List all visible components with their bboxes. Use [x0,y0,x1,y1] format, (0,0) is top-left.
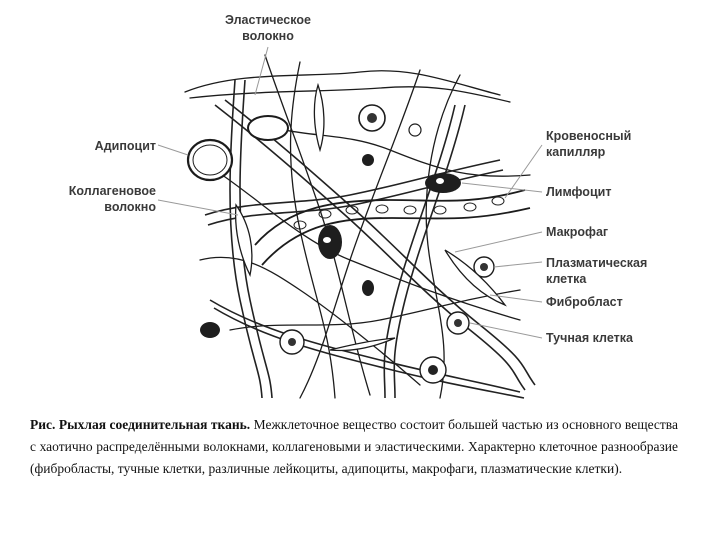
caption-title: Рис. Рыхлая соединительная ткань. [30,417,250,432]
label-elastic-fiber-line2: волокно [242,29,294,43]
label-collagen-fiber-line2: волокно [104,200,156,214]
label-macrophage: Макрофаг [546,225,608,239]
tissue-illustration [185,55,535,398]
label-blood-capillary-line2: капилляр [546,145,606,159]
adipocytes [188,116,288,180]
label-blood-capillary-line1: Кровеносный [546,129,631,143]
label-plasma-cell-line1: Плазматическая [546,256,647,270]
label-elastic-fiber-line1: Эластическое [225,13,311,27]
label-fibroblast: Фибробласт [546,295,623,309]
figure-caption: Рис. Рыхлая соединительная ткань. Межкле… [30,414,678,480]
label-mast-cell: Тучная клетка [546,331,634,345]
label-adipocyte: Адипоцит [95,139,156,153]
label-plasma-cell-line2: клетка [546,272,587,286]
label-collagen-fiber-line1: Коллагеновое [69,184,156,198]
labels: Эластическое волокно Адипоцит Коллагенов… [69,13,648,345]
label-lymphocyte: Лимфоцит [546,185,611,199]
